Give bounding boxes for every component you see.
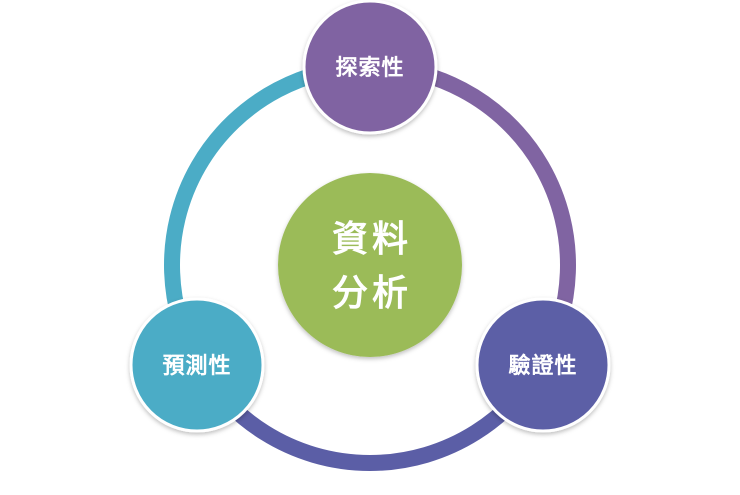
node-confirmatory-circle (475, 297, 611, 433)
node-exploratory: 探索性 (302, 0, 438, 135)
center-node: 資料 分析 (278, 173, 462, 357)
node-exploratory-label: 探索性 (335, 55, 404, 81)
center-circle (278, 173, 462, 357)
node-confirmatory: 驗證性 (475, 297, 611, 433)
center-label-line2: 分析 (332, 273, 412, 314)
node-predictive-label: 預測性 (162, 354, 231, 379)
center-label-line1: 資料 (332, 219, 412, 260)
node-exploratory-circle (302, 0, 438, 135)
node-predictive: 預測性 (129, 297, 265, 433)
node-predictive-circle (129, 297, 265, 433)
node-confirmatory-label: 驗證性 (508, 353, 577, 379)
